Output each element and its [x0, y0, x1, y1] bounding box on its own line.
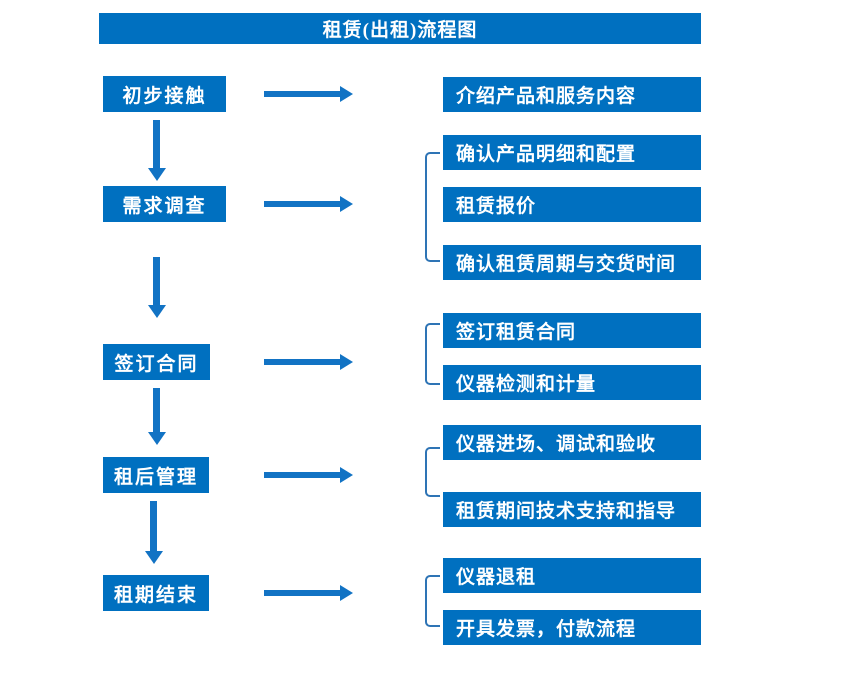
bracket-connector	[425, 575, 440, 627]
arrow-right-icon	[264, 590, 340, 596]
detail-box: 仪器进场、调试和验收	[443, 425, 701, 460]
arrow-right-icon	[264, 472, 340, 478]
step-box-post-rental-management: 租后管理	[103, 457, 209, 493]
detail-box: 开具发票，付款流程	[443, 610, 701, 645]
bracket-connector	[425, 152, 440, 262]
detail-box: 租赁报价	[443, 187, 701, 222]
detail-box: 租赁期间技术支持和指导	[443, 492, 701, 527]
step-box-needs-survey: 需求调查	[103, 186, 226, 222]
step-box-initial-contact: 初步接触	[103, 76, 226, 112]
chart-title: 租赁(出租)流程图	[99, 13, 701, 44]
detail-box: 仪器退租	[443, 558, 701, 593]
arrow-down-icon	[150, 501, 157, 551]
arrow-right-icon	[264, 201, 340, 207]
arrow-down-icon	[153, 257, 160, 305]
step-box-rental-end: 租期结束	[103, 575, 209, 611]
detail-box: 确认租赁周期与交货时间	[443, 245, 701, 280]
arrow-right-icon	[264, 91, 340, 97]
detail-box: 确认产品明细和配置	[443, 135, 701, 170]
detail-box: 签订租赁合同	[443, 313, 701, 348]
arrow-down-icon	[153, 120, 160, 168]
detail-box: 介绍产品和服务内容	[443, 77, 701, 112]
bracket-connector	[425, 447, 440, 497]
arrow-down-icon	[153, 388, 160, 432]
step-box-sign-contract: 签订合同	[103, 344, 210, 380]
detail-box: 仪器检测和计量	[443, 365, 701, 400]
bracket-connector	[425, 323, 440, 385]
arrow-right-icon	[264, 359, 340, 365]
